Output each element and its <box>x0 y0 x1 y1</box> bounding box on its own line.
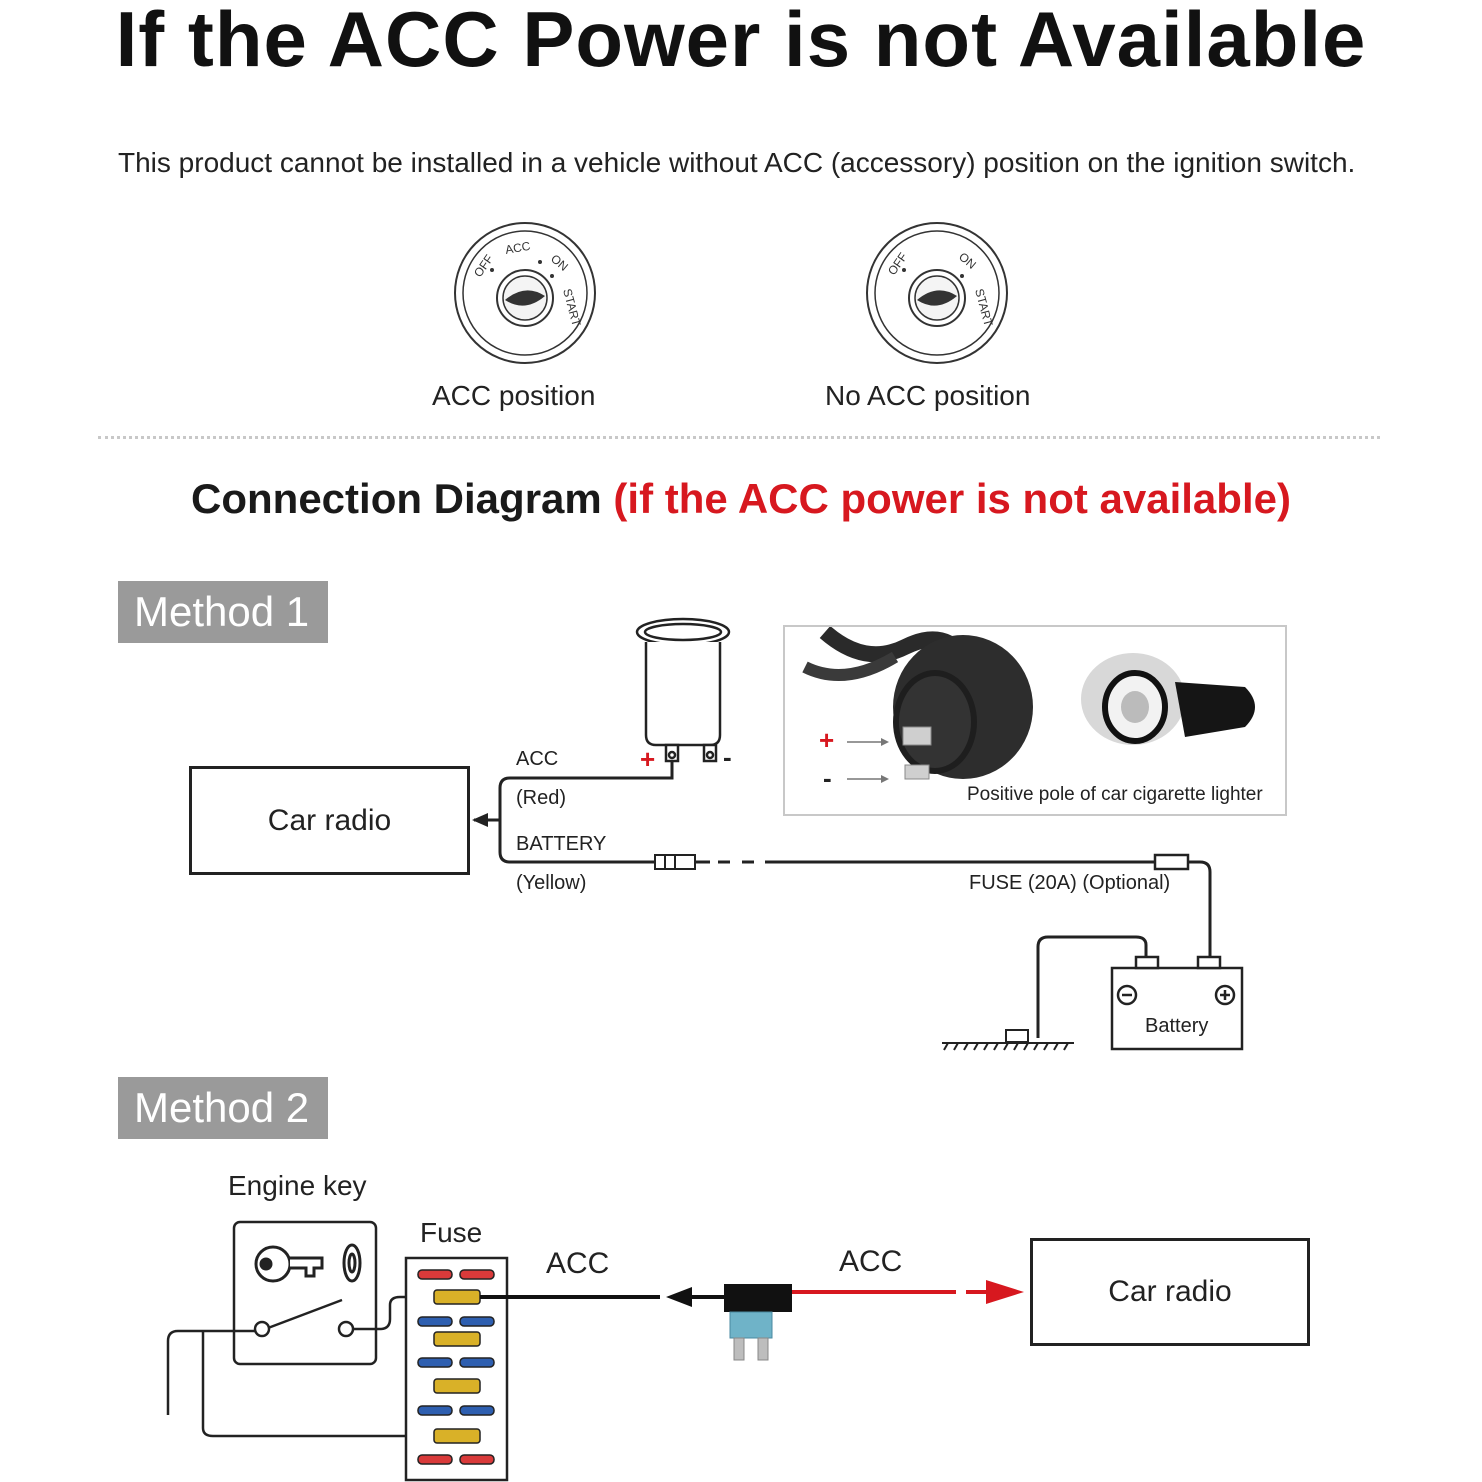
fuse-blue-icon <box>459 1357 495 1368</box>
acc-right-label: ACC <box>839 1245 903 1278</box>
fuse-blue-icon <box>417 1357 453 1368</box>
plus-sign: + <box>640 744 655 774</box>
yellow-wire-label: (Yellow) <box>516 872 587 894</box>
section-divider <box>98 436 1380 439</box>
fuse-blue-icon <box>459 1405 495 1416</box>
page-title: If the ACC Power is not Available <box>115 0 1367 83</box>
socket-photo-icon <box>802 625 1255 783</box>
acc-left-label: ACC <box>546 1247 610 1280</box>
fuse-blue-icon <box>459 1316 495 1327</box>
wire-connector-icon <box>654 854 696 870</box>
ignition-acc-icon: OFF ACC ON START <box>454 222 596 364</box>
engine-key-box <box>232 1220 378 1366</box>
fuse-yellow-icon <box>433 1289 481 1305</box>
inline-fuse-icon <box>1153 853 1190 871</box>
fuse-tap-icon <box>724 1284 792 1361</box>
car-radio-box-method2: Car radio <box>1030 1238 1310 1346</box>
fuse-red-icon <box>459 1454 495 1465</box>
red-wire-label: (Red) <box>516 787 567 809</box>
fuse-box-label: Fuse <box>420 1217 483 1248</box>
fuse-yellow-icon <box>433 1378 481 1394</box>
dial-acc-label: ACC <box>504 239 532 257</box>
minus-sign: - <box>723 742 732 772</box>
ground-icon <box>942 1029 1074 1051</box>
engine-key-label: Engine key <box>228 1170 367 1201</box>
fuse-blue-icon <box>417 1316 453 1327</box>
socket-photo-panel: + - Positive pole of car cigarette light… <box>783 625 1287 816</box>
fuse-red-icon <box>417 1454 453 1465</box>
fuse-blue-icon <box>417 1405 453 1416</box>
photo-plus-sign: + <box>819 725 835 755</box>
ignition-no-acc-icon: OFF ON START <box>866 222 1008 364</box>
fuse-red-icon <box>459 1269 495 1280</box>
section-title-note: (if the ACC power is not available) <box>613 475 1291 522</box>
acc-position-caption: ACC position <box>432 380 596 411</box>
acc-wire-label: ACC <box>516 748 559 770</box>
key-icon <box>254 1243 362 1283</box>
method2-wiring-diagram <box>166 1220 1024 1482</box>
method1-badge: Method 1 <box>118 581 328 643</box>
fuse-yellow-icon <box>433 1428 481 1444</box>
photo-caption: Positive pole of car cigarette lighter <box>967 784 1263 805</box>
connection-diagram-title: Connection Diagram (if the ACC power is … <box>0 475 1482 523</box>
socket-outline-icon <box>635 617 731 763</box>
intro-text: This product cannot be installed in a ve… <box>118 147 1356 178</box>
method2-badge: Method 2 <box>118 1077 328 1139</box>
fuse-red-icon <box>417 1269 453 1280</box>
battery-wire-label: BATTERY <box>516 833 607 855</box>
section-title-main: Connection Diagram <box>191 475 602 522</box>
fuse-label: FUSE (20A) (Optional) <box>969 872 1171 894</box>
no-acc-position-caption: No ACC position <box>825 380 1031 411</box>
photo-minus-sign: - <box>823 763 832 793</box>
fuse-yellow-icon <box>433 1331 481 1347</box>
battery-icon <box>1110 955 1244 1051</box>
car-radio-box: Car radio <box>189 766 470 875</box>
ignition-switch-icon <box>253 1298 355 1338</box>
battery-label: Battery <box>1145 1015 1209 1037</box>
method1-wiring-diagram: + - <box>472 617 1244 1051</box>
